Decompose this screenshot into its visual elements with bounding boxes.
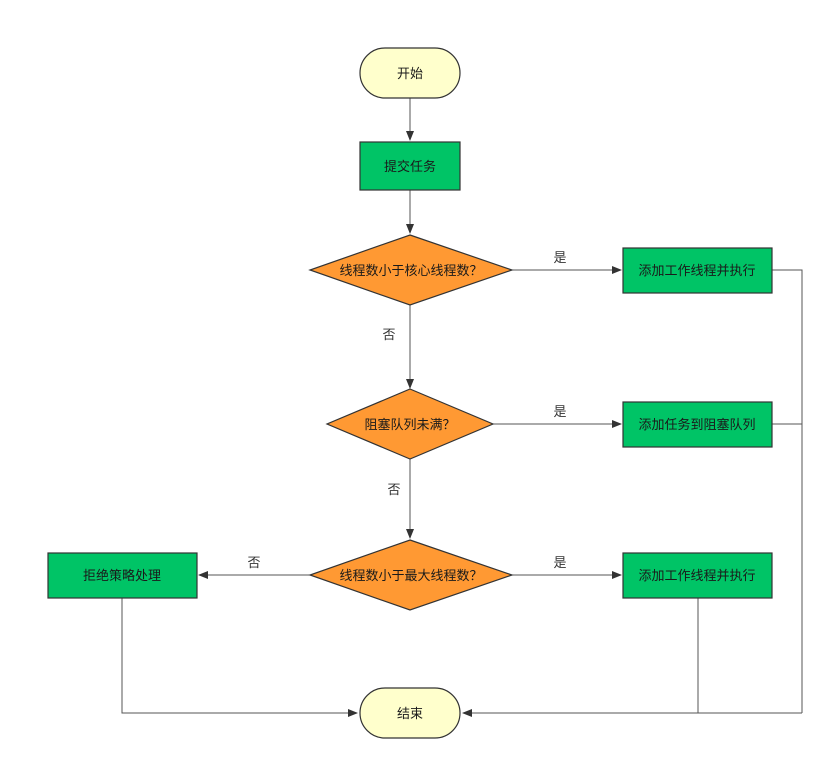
add-worker-label-2: 添加工作线程并执行	[638, 569, 755, 584]
reject-policy-label: 拒绝策略处理	[83, 568, 161, 584]
reject-policy-node: 拒绝策略处理	[47, 552, 198, 599]
decision-core-threads: 线程数小于核心线程数？	[308, 234, 514, 306]
decision-queue-not-full: 阻塞队列未满？	[325, 388, 495, 460]
end-terminal: 结束	[359, 687, 461, 739]
submit-task-node: 提交任务	[359, 141, 461, 191]
submit-task-label: 提交任务	[384, 159, 436, 175]
add-worker-node-2: 添加工作线程并执行	[622, 552, 773, 599]
add-worker-label-1: 添加工作线程并执行	[638, 264, 755, 279]
add-to-queue-node: 添加任务到阻塞队列	[622, 401, 773, 448]
start-label: 开始	[397, 67, 423, 82]
decision-queue-not-full-label: 阻塞队列未满？	[364, 417, 455, 433]
edge-worker1-to-bus	[772, 269, 803, 713]
edge-label-d3-no: 否	[247, 556, 260, 571]
edge-label-d1-yes: 是	[553, 251, 566, 266]
edge-label-d2-yes: 是	[553, 405, 566, 420]
end-label: 结束	[397, 707, 423, 722]
start-terminal: 开始	[359, 47, 461, 99]
decision-max-threads-label: 线程数小于最大线程数？	[339, 569, 482, 584]
edge-reject-end	[121, 598, 358, 717]
add-to-queue-label: 添加任务到阻塞队列	[638, 417, 755, 433]
decision-core-threads-label: 线程数小于核心线程数？	[339, 264, 482, 279]
add-worker-node-1: 添加工作线程并执行	[622, 247, 773, 294]
decision-max-threads: 线程数小于最大线程数？	[308, 539, 514, 611]
edge-label-d2-no: 否	[387, 483, 400, 498]
edge-label-d1-no: 否	[382, 328, 395, 343]
edge-label-d3-yes: 是	[553, 556, 566, 571]
